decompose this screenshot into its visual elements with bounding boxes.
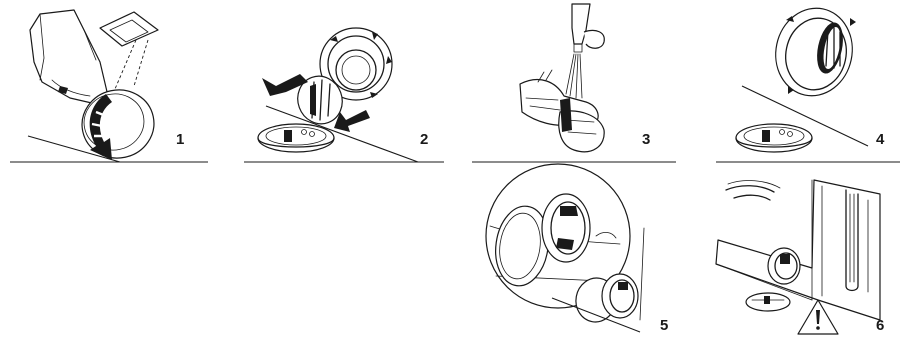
guide-dashed-line bbox=[111, 39, 137, 97]
step-number-2: 2 bbox=[420, 131, 428, 148]
warning-triangle-icon bbox=[797, 299, 839, 335]
open-filter-flap bbox=[745, 247, 801, 312]
water-stream bbox=[565, 53, 583, 99]
instruction-card-icon bbox=[99, 11, 159, 47]
step-number-4: 4 bbox=[876, 131, 885, 148]
floor-line bbox=[551, 297, 641, 333]
floor-line bbox=[716, 85, 900, 163]
arrow-down-left-icon bbox=[334, 110, 370, 132]
panel-4: 4 bbox=[716, 7, 900, 163]
filter-housing bbox=[319, 27, 393, 101]
panel-1: 1 bbox=[10, 9, 208, 163]
filter-cover-plate bbox=[257, 123, 335, 153]
filter-housing bbox=[775, 7, 856, 97]
floor-line bbox=[10, 135, 208, 163]
step-number-1: 1 bbox=[176, 131, 184, 148]
step-number-3: 3 bbox=[642, 131, 650, 148]
arrow-left-icon bbox=[262, 74, 308, 96]
step-number-5: 5 bbox=[660, 317, 668, 334]
step-number-6: 6 bbox=[876, 317, 884, 334]
hands-holding-filter bbox=[519, 69, 605, 153]
zoom-detail-circle bbox=[485, 163, 631, 309]
washing-machine-body bbox=[715, 179, 881, 321]
panel-6: 6 bbox=[715, 179, 884, 335]
swirl-motion-icon bbox=[725, 180, 781, 201]
tap-faucet-icon bbox=[571, 3, 605, 53]
floor-line bbox=[244, 105, 444, 163]
appliance-edge bbox=[639, 227, 645, 321]
appliance-corner bbox=[29, 9, 109, 105]
rotate-arrow-icon bbox=[89, 94, 112, 160]
pump-filter-cap bbox=[297, 75, 343, 125]
panel-3: 3 bbox=[472, 3, 676, 163]
panel-5: 5 bbox=[485, 163, 668, 334]
filter-cover-plate bbox=[735, 123, 813, 153]
panel-2: 2 bbox=[244, 27, 444, 163]
